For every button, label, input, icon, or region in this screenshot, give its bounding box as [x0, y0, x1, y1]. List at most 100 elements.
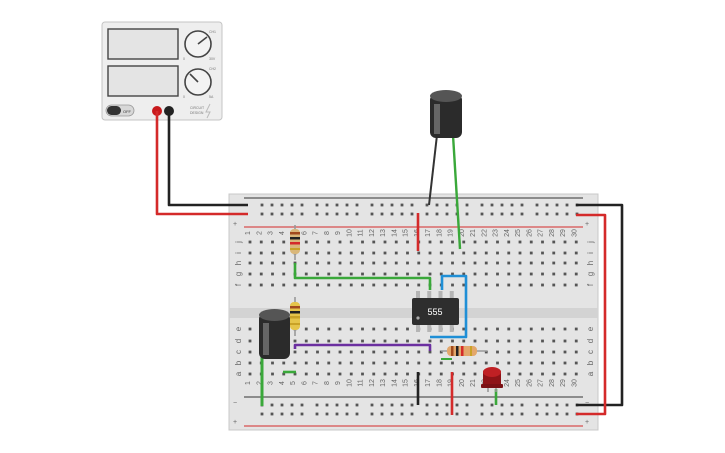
terminal-hole[interactable]	[271, 261, 274, 265]
terminal-hole[interactable]	[282, 361, 286, 365]
terminal-hole[interactable]	[462, 339, 466, 343]
terminal-hole[interactable]	[451, 251, 454, 255]
terminal-hole[interactable]	[563, 372, 567, 376]
terminal-hole[interactable]	[417, 350, 421, 354]
led[interactable]	[481, 367, 503, 392]
rail-hole[interactable]	[545, 403, 549, 407]
terminal-hole[interactable]	[327, 350, 331, 354]
terminal-hole[interactable]	[383, 327, 387, 331]
rail-hole[interactable]	[465, 403, 469, 407]
terminal-hole[interactable]	[518, 327, 522, 331]
terminal-hole[interactable]	[428, 361, 432, 365]
terminal-hole[interactable]	[338, 361, 342, 365]
terminal-hole[interactable]	[541, 372, 544, 376]
rail-hole[interactable]	[455, 403, 459, 407]
terminal-hole[interactable]	[304, 240, 308, 244]
terminal-hole[interactable]	[304, 339, 308, 343]
rail-hole[interactable]	[500, 403, 504, 407]
terminal-hole[interactable]	[417, 339, 421, 343]
terminal-hole[interactable]	[338, 240, 342, 244]
terminal-hole[interactable]	[439, 350, 443, 354]
terminal-hole[interactable]	[451, 339, 454, 343]
terminal-hole[interactable]	[484, 339, 488, 343]
terminal-hole[interactable]	[529, 283, 533, 287]
terminal-hole[interactable]	[383, 261, 387, 265]
terminal-hole[interactable]	[383, 272, 387, 276]
terminal-hole[interactable]	[327, 261, 331, 265]
terminal-hole[interactable]	[462, 283, 466, 287]
terminal-hole[interactable]	[473, 327, 477, 331]
terminal-hole[interactable]	[304, 261, 308, 265]
terminal-hole[interactable]	[406, 361, 409, 365]
black-wire-psu-negative[interactable]	[167, 111, 248, 207]
rail-hole[interactable]	[565, 412, 569, 416]
timer-chip-555[interactable]: 555	[412, 291, 459, 332]
terminal-hole[interactable]	[338, 251, 342, 255]
rail-hole[interactable]	[445, 203, 449, 207]
terminal-hole[interactable]	[574, 283, 578, 287]
terminal-hole[interactable]	[518, 339, 522, 343]
terminal-hole[interactable]	[541, 261, 544, 265]
terminal-hole[interactable]	[248, 251, 252, 255]
terminal-hole[interactable]	[529, 240, 533, 244]
terminal-hole[interactable]	[529, 251, 533, 255]
rail-hole[interactable]	[410, 212, 414, 216]
terminal-hole[interactable]	[248, 361, 252, 365]
rail-hole[interactable]	[465, 203, 469, 207]
terminal-hole[interactable]	[349, 251, 353, 255]
rail-hole[interactable]	[390, 212, 394, 216]
rail-hole[interactable]	[535, 412, 539, 416]
terminal-hole[interactable]	[473, 240, 477, 244]
terminal-hole[interactable]	[406, 251, 409, 255]
terminal-hole[interactable]	[349, 372, 353, 376]
rail-hole[interactable]	[380, 203, 384, 207]
terminal-hole[interactable]	[496, 283, 499, 287]
rail-hole[interactable]	[410, 403, 414, 407]
terminal-hole[interactable]	[462, 251, 466, 255]
rail-hole[interactable]	[315, 412, 319, 416]
rail-hole[interactable]	[555, 412, 559, 416]
terminal-hole[interactable]	[248, 350, 252, 354]
rail-hole[interactable]	[290, 212, 294, 216]
rail-hole[interactable]	[290, 403, 294, 407]
terminal-hole[interactable]	[529, 350, 533, 354]
rail-hole[interactable]	[270, 212, 274, 216]
terminal-hole[interactable]	[248, 283, 252, 287]
terminal-hole[interactable]	[327, 272, 331, 276]
terminal-hole[interactable]	[507, 240, 511, 244]
terminal-hole[interactable]	[473, 361, 477, 365]
terminal-hole[interactable]	[574, 272, 578, 276]
terminal-hole[interactable]	[383, 283, 387, 287]
rail-hole[interactable]	[345, 212, 349, 216]
terminal-hole[interactable]	[417, 272, 421, 276]
terminal-hole[interactable]	[529, 339, 533, 343]
terminal-hole[interactable]	[248, 327, 252, 331]
black-wire-rail-bridge[interactable]	[576, 203, 624, 407]
terminal-hole[interactable]	[529, 261, 533, 265]
rail-hole[interactable]	[300, 412, 304, 416]
rail-hole[interactable]	[270, 203, 274, 207]
resistor-top[interactable]	[290, 225, 300, 260]
terminal-hole[interactable]	[462, 327, 466, 331]
rail-hole[interactable]	[325, 412, 329, 416]
terminal-hole[interactable]	[338, 372, 342, 376]
red-wire-rail-bridge[interactable]	[576, 213, 607, 416]
terminal-hole[interactable]	[496, 350, 499, 354]
rail-hole[interactable]	[435, 212, 439, 216]
terminal-hole[interactable]	[394, 261, 398, 265]
rail-hole[interactable]	[425, 212, 429, 216]
rail-hole[interactable]	[555, 403, 559, 407]
terminal-hole[interactable]	[316, 283, 319, 287]
terminal-hole[interactable]	[518, 251, 522, 255]
power-supply[interactable]: CH1 CH2 0 30V 0 5A OFF CIRCUIT DESIGN	[101, 21, 223, 121]
terminal-hole[interactable]	[316, 251, 319, 255]
rail-hole[interactable]	[545, 412, 549, 416]
rail-hole[interactable]	[490, 403, 494, 407]
terminal-hole[interactable]	[293, 339, 297, 343]
rail-hole[interactable]	[280, 412, 284, 416]
terminal-hole[interactable]	[271, 251, 274, 255]
terminal-hole[interactable]	[372, 350, 376, 354]
terminal-hole[interactable]	[271, 361, 274, 365]
wires[interactable]	[155, 111, 624, 416]
terminal-hole[interactable]	[484, 350, 488, 354]
